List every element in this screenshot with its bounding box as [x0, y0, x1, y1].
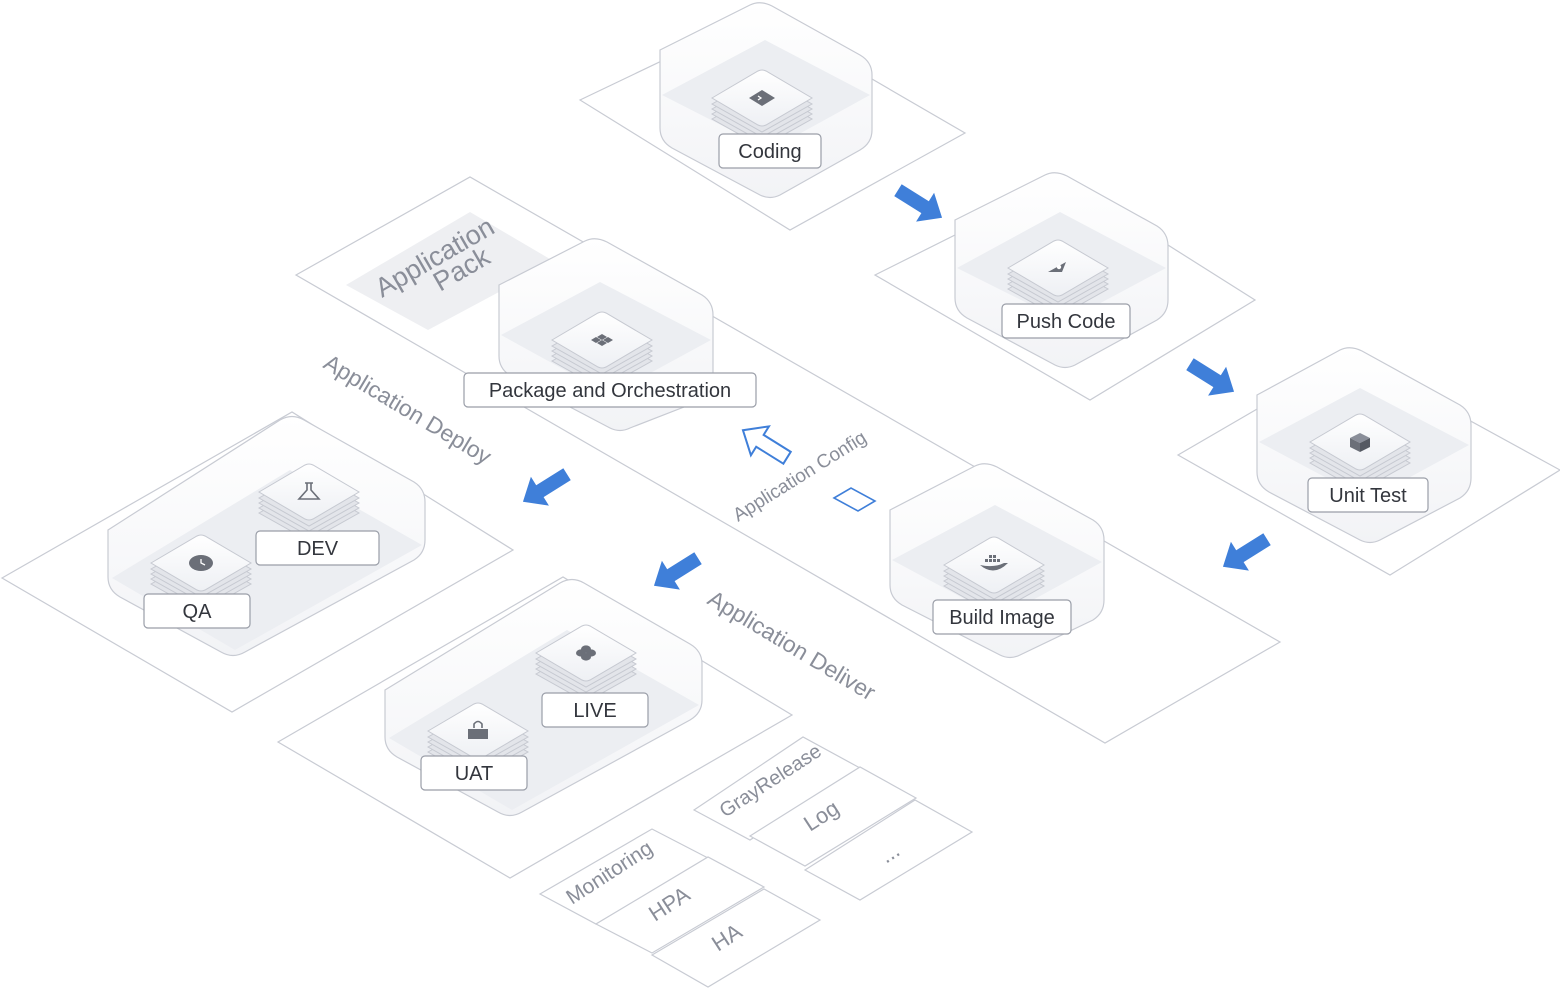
arrow-build-to-package	[732, 414, 798, 474]
live-label: LIVE	[573, 700, 616, 722]
rocket-icon	[1048, 262, 1066, 272]
qa-label-box[interactable]: QA	[143, 593, 251, 629]
application-deliver-label: Application Deliver	[703, 585, 880, 706]
more-tile	[803, 799, 974, 901]
terminal-icon	[749, 90, 775, 106]
clock-icon	[189, 555, 213, 571]
arrow-coding-to-push	[888, 175, 952, 233]
unit-test-pod[interactable]	[1308, 413, 1412, 492]
log-tile	[748, 766, 918, 867]
build-image-pod[interactable]	[942, 536, 1046, 615]
package-label: Package and Orchestration	[489, 380, 731, 402]
dev-label-box[interactable]: DEV	[255, 530, 380, 566]
coding-label-box[interactable]: Coding	[718, 133, 822, 169]
application-pack-box	[346, 212, 555, 330]
dev-label: DEV	[297, 538, 339, 560]
coding-pod[interactable]	[710, 69, 814, 148]
deploy-plate	[0, 411, 515, 713]
unit-test-label-box[interactable]: Unit Test	[1307, 477, 1429, 513]
push-code-label-box[interactable]: Push Code	[1001, 303, 1131, 339]
arrow-to-deploy	[513, 459, 577, 517]
push-code-label: Push Code	[1017, 311, 1116, 333]
qa-pod[interactable]	[149, 534, 253, 613]
flask-icon	[297, 482, 321, 500]
deliver-plate	[276, 576, 794, 879]
arrow-push-to-unit	[1180, 349, 1244, 407]
arrow-unit-to-build	[1213, 524, 1277, 582]
live-label-box[interactable]: LIVE	[541, 692, 649, 728]
qa-label: QA	[183, 601, 213, 623]
push-code-pod[interactable]	[1006, 239, 1110, 318]
cube-icon	[1350, 433, 1370, 452]
arrow-to-deliver	[644, 543, 708, 601]
unit-test-label: Unit Test	[1329, 485, 1407, 507]
grid-icon	[591, 334, 613, 346]
coding-label: Coding	[738, 141, 801, 163]
uat-label-box[interactable]: UAT	[420, 755, 528, 791]
ha-tile	[650, 888, 822, 988]
package-pod[interactable]	[550, 311, 654, 390]
config-diamond-icon	[832, 487, 877, 512]
uat-label: UAT	[455, 763, 494, 785]
package-label-box[interactable]: Package and Orchestration	[463, 372, 757, 408]
clover-icon	[576, 645, 596, 661]
build-image-label: Build Image	[949, 607, 1055, 629]
dev-pod[interactable]	[257, 463, 361, 542]
package-plate	[294, 176, 1282, 744]
docker-whale-icon	[980, 555, 1008, 571]
build-image-label-box[interactable]: Build Image	[932, 599, 1072, 635]
hpa-tile	[594, 856, 766, 954]
lock-icon	[468, 720, 488, 739]
live-pod[interactable]	[534, 624, 638, 703]
